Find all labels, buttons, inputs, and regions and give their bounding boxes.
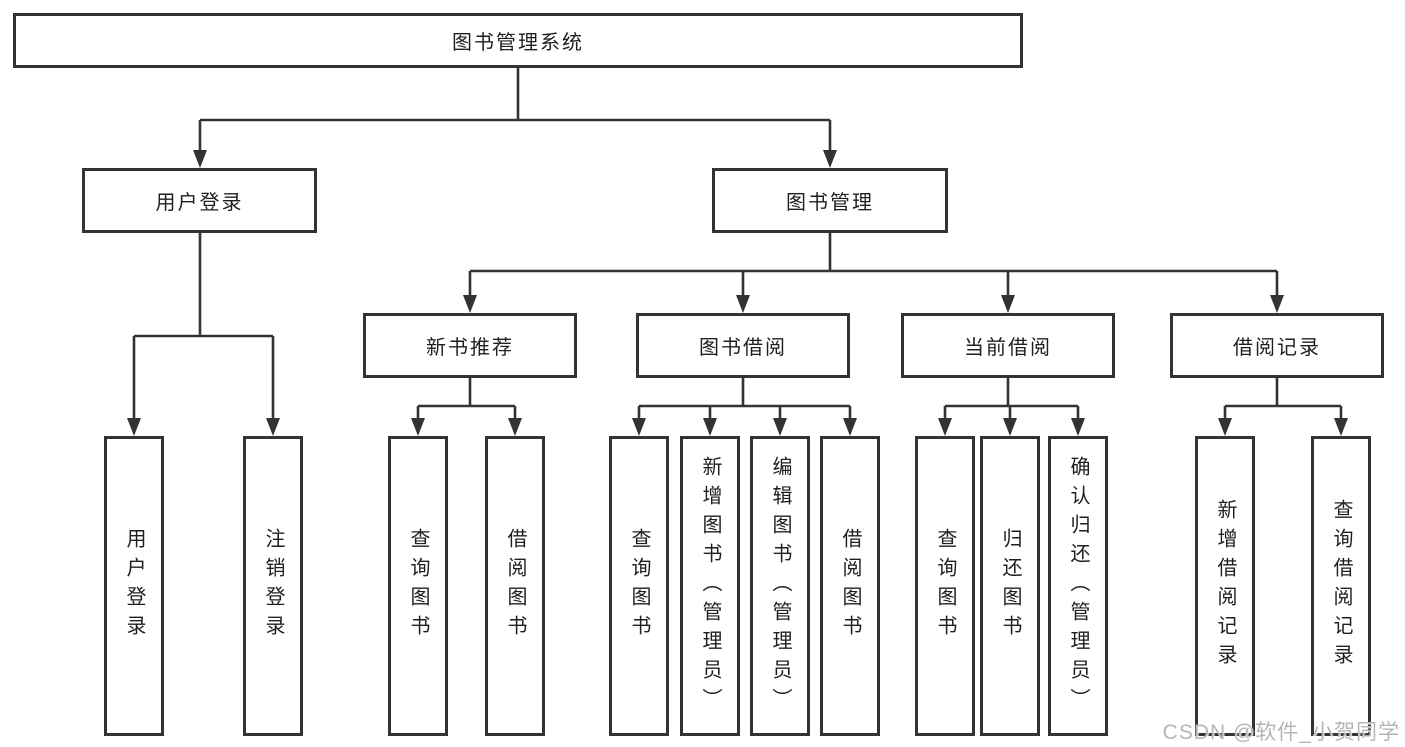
- node-book-management: 图书管理: [712, 168, 948, 233]
- node-borrowing-records: 借阅记录: [1170, 313, 1384, 378]
- connector-user-login-children: [127, 233, 280, 436]
- leaf-query-borrow-record: 查询借阅记录: [1311, 436, 1371, 736]
- node-book-borrowing: 图书借阅: [636, 313, 850, 378]
- csdn-watermark: CSDN @软件_小贺同学: [1162, 721, 1400, 744]
- connector-book-borrow-children: [632, 378, 857, 436]
- leaf-add-borrow-record: 新增借阅记录: [1195, 436, 1255, 736]
- connector-book-mgmt-children: [463, 233, 1284, 313]
- connector-borrow-records-children: [1218, 378, 1348, 436]
- node-new-book-recommendation: 新书推荐: [363, 313, 577, 378]
- node-user-login: 用户登录: [82, 168, 317, 233]
- connector-root-to-level2: [193, 68, 837, 168]
- leaf-user-login: 用户登录: [104, 436, 164, 736]
- node-current-borrowing: 当前借阅: [901, 313, 1115, 378]
- leaf-add-books-admin: 新增图书（管理员）: [680, 436, 740, 736]
- connector-current-borrow-children: [938, 378, 1085, 436]
- node-library-management-system: 图书管理系统: [13, 13, 1023, 68]
- leaf-confirm-return-admin: 确认归还（管理员）: [1048, 436, 1108, 736]
- leaf-borrow-books-1: 借阅图书: [485, 436, 545, 736]
- leaf-query-books-3: 查询图书: [915, 436, 975, 736]
- leaf-borrow-books-2: 借阅图书: [820, 436, 880, 736]
- leaf-logout: 注销登录: [243, 436, 303, 736]
- leaf-query-books-2: 查询图书: [609, 436, 669, 736]
- leaf-query-books-1: 查询图书: [388, 436, 448, 736]
- leaf-return-books: 归还图书: [980, 436, 1040, 736]
- connector-new-book-rec-children: [411, 378, 522, 436]
- leaf-edit-books-admin: 编辑图书（管理员）: [750, 436, 810, 736]
